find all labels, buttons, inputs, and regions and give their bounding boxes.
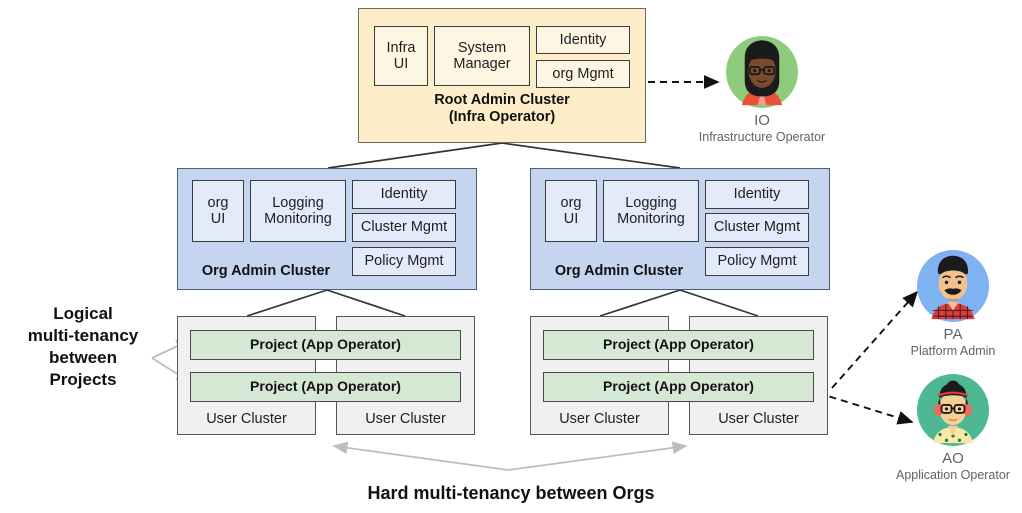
root-component-identity[interactable]: Identity — [536, 26, 630, 54]
org1-component-logging-monitoring-line2: Monitoring — [264, 211, 332, 227]
org1-component-identity-label: Identity — [380, 186, 428, 203]
persona-ao-role: Application Operator — [896, 468, 1010, 483]
person-avatar-pa-icon — [917, 250, 989, 322]
org-admin-cluster-2-caption-text: Org Admin Cluster — [554, 263, 684, 279]
root-admin-cluster-caption-line2: (Infra Operator) — [448, 109, 556, 126]
org1-component-org-ui-line1: org — [207, 194, 229, 211]
org2-component-logging-monitoring[interactable]: Logging Monitoring — [603, 180, 699, 242]
org1-component-org-ui[interactable]: org UI — [192, 180, 244, 242]
edge-org1-to-userclusters — [246, 289, 406, 317]
org2-component-identity[interactable]: Identity — [705, 180, 809, 209]
root-component-infra-ui[interactable]: Infra UI — [374, 26, 428, 86]
root-component-org-mgmt[interactable]: org Mgmt — [536, 60, 630, 88]
org2-component-org-ui-line2: UI — [563, 211, 579, 227]
org2-user-cluster-1-label: User Cluster — [530, 411, 669, 427]
org1-component-identity[interactable]: Identity — [352, 180, 456, 209]
org2-component-identity-label: Identity — [733, 186, 781, 203]
org-admin-cluster-1-caption-text: Org Admin Cluster — [201, 263, 331, 279]
root-admin-cluster-caption-line1: Root Admin Cluster — [434, 92, 570, 108]
root-component-system-manager[interactable]: System Manager — [434, 26, 530, 86]
org2-component-org-ui[interactable]: org UI — [545, 180, 597, 242]
persona-io-role: Infrastructure Operator — [698, 130, 826, 145]
org-admin-cluster-2-caption: Org Admin Cluster — [539, 263, 699, 280]
person-avatar-ao-icon — [917, 374, 989, 446]
logical-multitenancy-label-line3: between — [48, 348, 118, 368]
org1-component-policy-mgmt[interactable]: Policy Mgmt — [352, 247, 456, 276]
org1-component-cluster-mgmt[interactable]: Cluster Mgmt — [352, 213, 456, 242]
org-admin-cluster-1-caption: Org Admin Cluster — [186, 263, 346, 280]
org1-component-logging-monitoring-line1: Logging — [272, 194, 324, 211]
root-component-system-manager-line2: Manager — [453, 56, 511, 72]
logical-multitenancy-label-line2: multi-tenancy — [27, 326, 139, 346]
org2-user-cluster-1-label-text: User Cluster — [559, 411, 640, 427]
persona-pa-role: Platform Admin — [910, 344, 996, 359]
persona-io-initials: IO — [754, 112, 770, 129]
org1-project-2[interactable]: Project (App Operator) — [190, 372, 461, 402]
org2-component-org-ui-line1: org — [560, 194, 582, 211]
org2-project-2[interactable]: Project (App Operator) — [543, 372, 814, 402]
org2-user-cluster-2-label-text: User Cluster — [718, 411, 799, 427]
org2-user-cluster-2-label: User Cluster — [689, 411, 828, 427]
root-component-infra-ui-line1: Infra — [386, 39, 416, 56]
org1-project-2-label: Project (App Operator) — [250, 378, 401, 395]
root-component-org-mgmt-label: org Mgmt — [552, 65, 614, 82]
org1-user-cluster-1-label-text: User Cluster — [206, 411, 287, 427]
org2-project-2-label: Project (App Operator) — [603, 378, 754, 395]
logical-multitenancy-label-line1: Logical — [53, 304, 113, 323]
org2-component-logging-monitoring-line2: Monitoring — [617, 211, 685, 227]
persona-ao-initials: AO — [942, 450, 964, 467]
org2-component-policy-mgmt[interactable]: Policy Mgmt — [705, 247, 809, 276]
persona-io[interactable]: IO Infrastructure Operator — [687, 36, 837, 145]
org1-component-policy-mgmt-label: Policy Mgmt — [364, 253, 444, 270]
org1-component-cluster-mgmt-label: Cluster Mgmt — [360, 219, 448, 236]
persona-ao[interactable]: AO Application Operator — [878, 374, 1022, 483]
root-component-identity-label: Identity — [559, 31, 607, 48]
org2-component-logging-monitoring-line1: Logging — [625, 194, 677, 211]
org1-project-1-label: Project (App Operator) — [250, 336, 401, 353]
org1-project-1[interactable]: Project (App Operator) — [190, 330, 461, 360]
hard-multitenancy-label: Hard multi-tenancy between Orgs — [261, 483, 761, 504]
org1-component-org-ui-line2: UI — [210, 211, 226, 227]
org2-project-1[interactable]: Project (App Operator) — [543, 330, 814, 360]
org2-component-cluster-mgmt[interactable]: Cluster Mgmt — [705, 213, 809, 242]
org2-project-1-label: Project (App Operator) — [603, 336, 754, 353]
persona-pa-initials: PA — [943, 326, 963, 343]
root-component-system-manager-line1: System — [457, 39, 507, 56]
org2-component-policy-mgmt-label: Policy Mgmt — [717, 253, 797, 270]
org1-user-cluster-2-label-text: User Cluster — [365, 411, 446, 427]
logical-multitenancy-label: Logical multi-tenancy between Projects — [18, 303, 148, 391]
edge-org2-to-userclusters — [599, 289, 759, 317]
logical-multitenancy-label-line4: Projects — [49, 370, 117, 390]
org1-user-cluster-2-label: User Cluster — [336, 411, 475, 427]
root-admin-cluster-caption: Root Admin Cluster (Infra Operator) — [358, 92, 646, 126]
org1-user-cluster-1-label: User Cluster — [177, 411, 316, 427]
root-component-infra-ui-line2: UI — [393, 56, 409, 72]
edge-root-to-orgs — [327, 142, 681, 169]
persona-pa[interactable]: PA Platform Admin — [878, 250, 1022, 359]
edge-hard-tenancy-arrow — [332, 441, 688, 471]
person-avatar-io-icon — [726, 36, 798, 108]
org2-component-cluster-mgmt-label: Cluster Mgmt — [713, 219, 801, 236]
hard-multitenancy-label-text: Hard multi-tenancy between Orgs — [367, 483, 655, 503]
org1-component-logging-monitoring[interactable]: Logging Monitoring — [250, 180, 346, 242]
